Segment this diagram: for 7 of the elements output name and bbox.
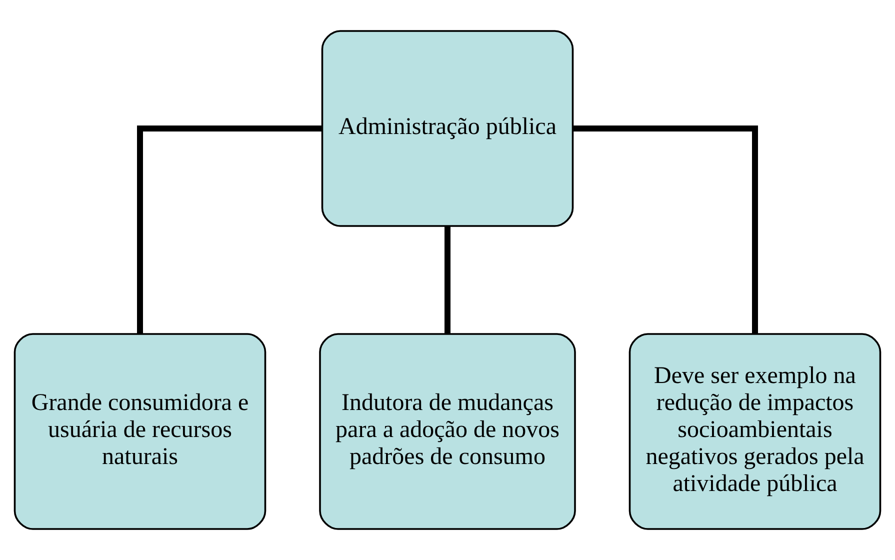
node-box: Grande consumidora e usuária de recursos naturais	[14, 333, 266, 530]
node-box: Deve ser exemplo na redução de impactos socioambientais negativos gerados pela atividade pública	[628, 333, 882, 530]
connector	[444, 226, 450, 334]
node-box: Indutora de mudanças para a adoção de novos padrões de consumo	[319, 333, 576, 530]
node-box: Administração pública	[321, 30, 574, 227]
connector	[137, 126, 322, 334]
connector	[573, 126, 758, 334]
